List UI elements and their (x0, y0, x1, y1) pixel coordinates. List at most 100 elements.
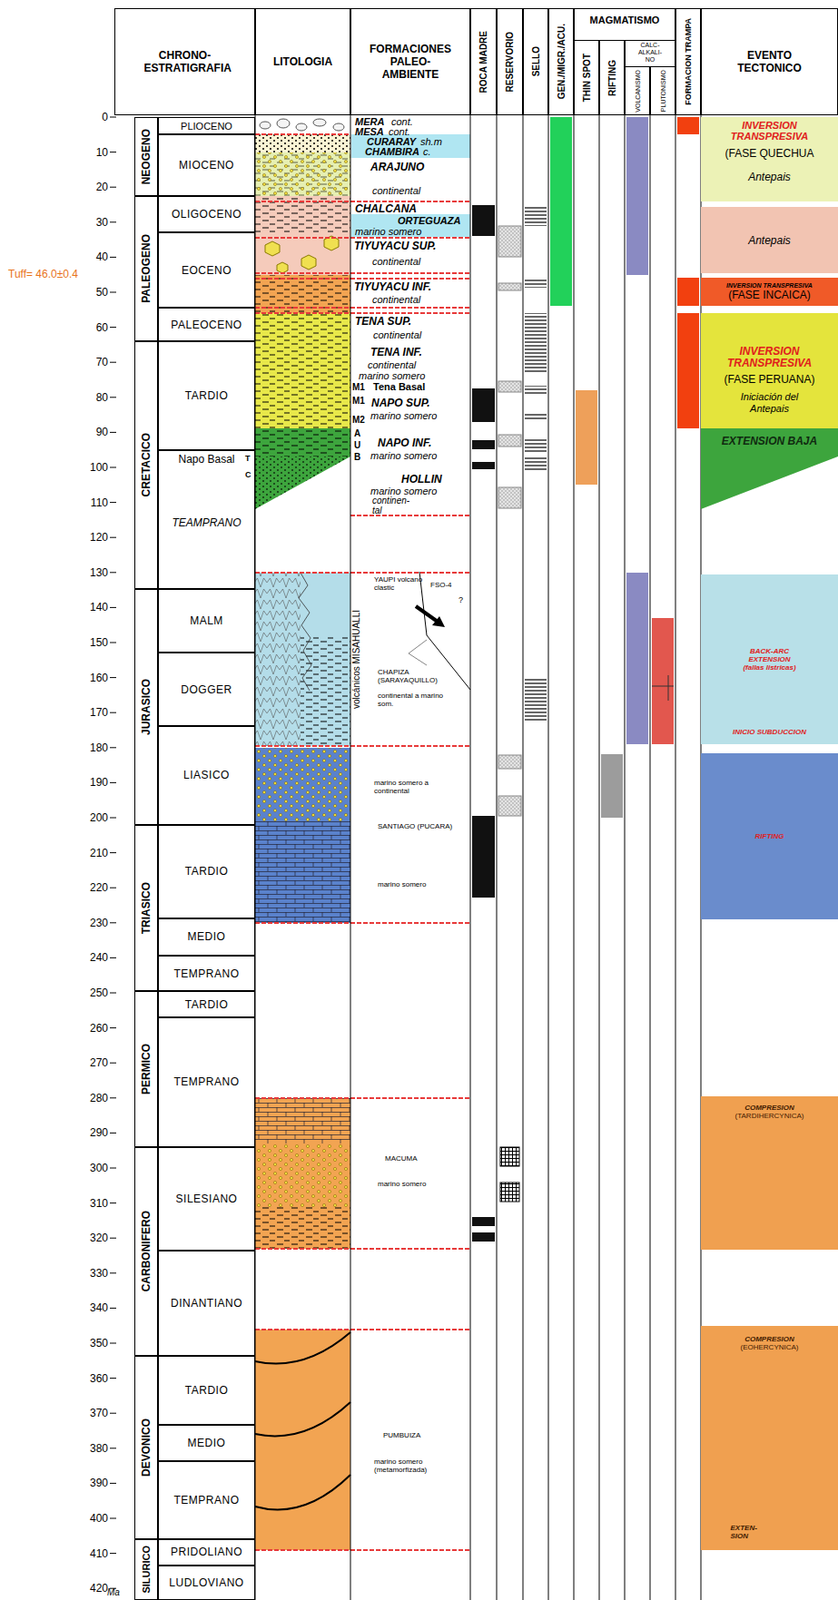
node-text: (EOHERCYNICA) (739, 1343, 799, 1352)
unit-label: continental (367, 359, 416, 371)
axis-age-label: 420 (70, 1582, 109, 1596)
header-cell: PLUTONISMO (650, 66, 676, 116)
axis-ticks (109, 1343, 117, 1345)
node-text: LUDLOVIANO (168, 1577, 244, 1590)
node-text: EOCENO (181, 264, 232, 277)
axis-age-label: 170 (70, 706, 109, 720)
epoch-box: MIOCENO (157, 134, 256, 197)
axis-ticks (109, 1553, 117, 1555)
roca-madre-bar (472, 816, 495, 898)
lithology-column (255, 117, 351, 135)
node-text: EXTEN- SION (730, 1524, 764, 1541)
node-text: PRIDOLIANO (170, 1546, 243, 1559)
reservorio-bar (498, 434, 522, 447)
period-box: TRIASICO (134, 825, 158, 993)
unit-label: M1 (352, 395, 365, 406)
axis-age-label: 110 (70, 496, 109, 510)
node-text: THIN SPOT (581, 53, 592, 102)
unit-label: ORTEGUAZA (397, 215, 461, 227)
formation-backgrounds (351, 134, 471, 158)
unit-label: SANTIAGO (PUCARA) (377, 822, 453, 831)
axis-ticks (109, 151, 117, 153)
axis-ticks (109, 396, 117, 398)
unconformity-line (255, 134, 471, 1551)
period-box: NEOGENO (134, 117, 158, 197)
node-text: RIFTING (755, 832, 785, 841)
node-text: CARBONIFERO (139, 1211, 153, 1292)
axis-ticks (109, 1097, 117, 1099)
roca-madre-bar (472, 1232, 495, 1243)
axis-age-label: 310 (70, 1197, 109, 1211)
unit-label: Tena Basal (373, 381, 425, 393)
lithology-column (255, 748, 351, 822)
epoch-box: OLIGOCENO (157, 196, 256, 234)
unit-label: PUMBUIZA (383, 1431, 421, 1440)
node-text: LIASICO (183, 768, 230, 782)
axis-ticks (109, 187, 117, 188)
axis-ticks (109, 957, 117, 959)
axis-age-label: 50 (70, 285, 109, 299)
node-text: SILURICO (140, 1546, 152, 1595)
axis-age-label: 220 (70, 881, 109, 895)
axis-age-label: 150 (70, 636, 109, 650)
tectonic-event-band: BACK-ARC EXTENSION (fallas listricas)INI… (700, 574, 838, 745)
axis-age-label: 80 (70, 391, 109, 405)
epoch-box: SILESIANO (157, 1147, 256, 1252)
unit-label: TIYUYACU INF. (354, 281, 432, 294)
epoch-box: LIASICO (157, 726, 256, 825)
unit-label: M2 (352, 414, 365, 425)
lithology-column (255, 821, 351, 924)
unit-label: sh.m (420, 136, 443, 148)
node-text: CALC- ALKALI- NO (635, 41, 665, 64)
tectonic-event-band: INVERSION TRANSPRESIVA(FASE PERUANA)Inic… (700, 313, 838, 429)
node-text: Antepais (748, 234, 791, 247)
unit-label: M1 (352, 382, 365, 393)
axis-ticks (109, 256, 117, 258)
unit-label: cont. (388, 126, 411, 138)
header-cell: CALC- ALKALI- NOVOLCANISMOPLUTONISMO (624, 39, 676, 116)
epoch-box: MALM (157, 589, 256, 654)
period-box: PERMICO (134, 991, 158, 1147)
axis-age-label: 130 (70, 566, 109, 580)
node-text: TARDIO (185, 865, 228, 878)
axis-ticks (109, 467, 117, 469)
axis-ticks (109, 571, 117, 573)
unit-label: HOLLIN (401, 473, 443, 486)
epoch-box: TEMPRANO (157, 1461, 256, 1540)
node-text: PALEOGENO (139, 234, 153, 304)
axis-ticks (109, 221, 117, 223)
formation-backgrounds (408, 640, 427, 666)
axis-age-label: 280 (70, 1092, 109, 1105)
epoch-box: TEMPRANO (157, 1017, 256, 1148)
node-text: INVERSION TRANSPRESIVA (719, 119, 820, 142)
lithology-column (276, 118, 290, 129)
lithology-column (255, 313, 351, 429)
node-text: MALM (189, 614, 224, 628)
node-text: (TARDIHERCYNICA) (735, 1112, 805, 1121)
axis-age-label: 400 (70, 1512, 109, 1526)
lithology-column (255, 428, 351, 457)
node-text: (FASE QUECHUA (724, 147, 814, 160)
axis-age-label: 290 (70, 1126, 109, 1140)
axis-ticks (109, 1202, 117, 1204)
axis-age-label: 30 (70, 216, 109, 229)
unit-label: Tuff= 46.0±0.4 (8, 268, 79, 281)
node-text: PERMICO (139, 1044, 153, 1095)
epoch-box: TARDIO (157, 1356, 256, 1426)
epoch-box: DOGGER (157, 652, 256, 727)
reservorio-bar (498, 487, 522, 509)
tectonic-event-band: INVERSION TRANSPRESIVA(FASE QUECHUAAntep… (700, 117, 838, 202)
lithology-column (255, 196, 351, 276)
unit-label: continen- tal (372, 495, 420, 516)
unit-label: continental a marino som. (377, 691, 454, 709)
lithology-column (255, 134, 351, 153)
lithology-column (255, 1330, 351, 1551)
axis-age-label: 410 (70, 1547, 109, 1561)
unit-label: cont. (391, 116, 414, 128)
lithology-column (301, 255, 316, 270)
axis-ticks (109, 1272, 117, 1274)
node-text: (FASE PERUANA) (723, 373, 815, 386)
unit-label: CURARAY (366, 136, 416, 148)
axis-age-label: 120 (70, 531, 109, 544)
lithology-column (255, 821, 351, 924)
